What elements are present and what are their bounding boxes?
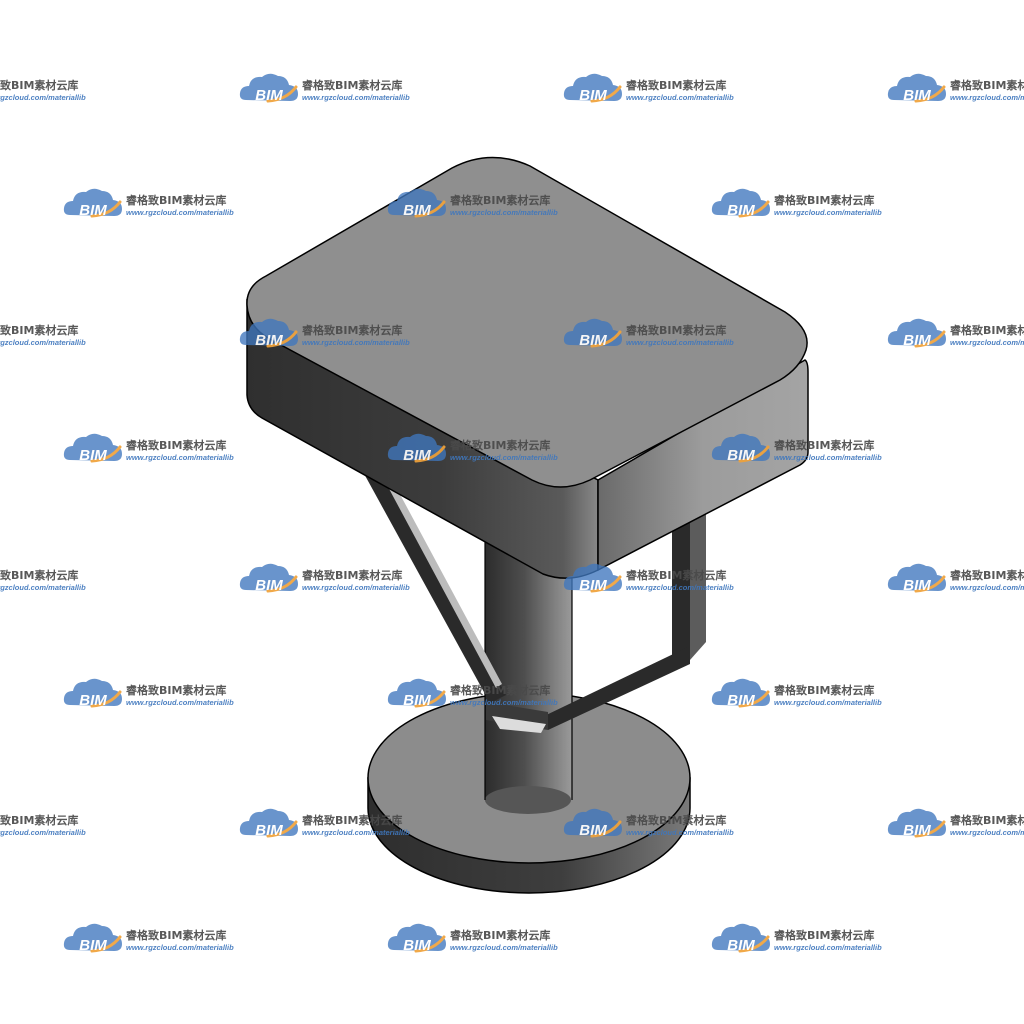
- stool-seat: [246, 156, 809, 579]
- support-frame: [362, 470, 706, 733]
- seat-right-face: [597, 359, 809, 572]
- seat-top-face: [246, 156, 808, 488]
